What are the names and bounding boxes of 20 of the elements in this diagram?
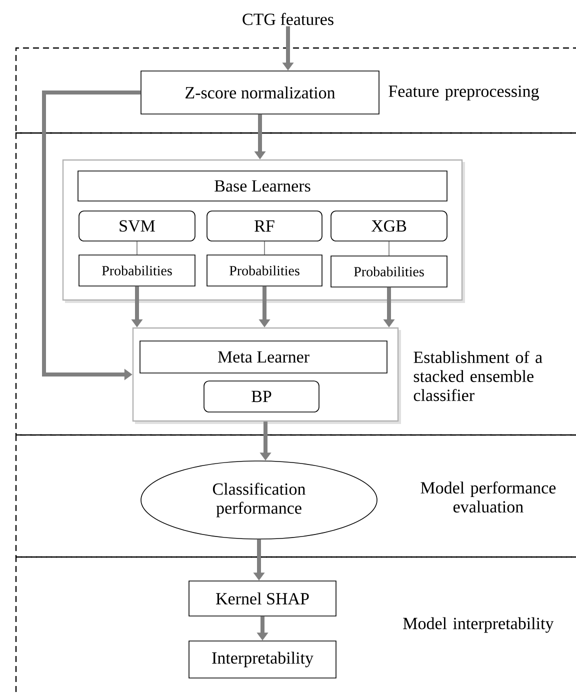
process-box: Meta Learner bbox=[140, 340, 388, 374]
model-box: XGB bbox=[330, 210, 448, 242]
stage-label: Model performance evaluation bbox=[420, 481, 556, 513]
connector-line bbox=[264, 241, 265, 255]
connector-line bbox=[388, 241, 390, 256]
process-box: Kernel SHAP bbox=[188, 580, 336, 616]
stage-label: Feature preprocessing bbox=[388, 86, 539, 100]
input-text: CTG features bbox=[242, 12, 334, 26]
stage-label: Model interpretability bbox=[403, 617, 554, 633]
model-box: BP bbox=[204, 380, 320, 412]
process-box: Interpretability bbox=[188, 640, 336, 678]
stage-label: Establishment of a stacked ensemble classifier bbox=[414, 350, 542, 402]
process-box: Base Learners bbox=[78, 170, 448, 202]
output-box: Probabilities bbox=[78, 254, 196, 286]
model-box: RF bbox=[206, 210, 322, 242]
output-box: Probabilities bbox=[330, 256, 448, 288]
output-box: Probabilities bbox=[206, 254, 322, 286]
process-box: Z-score normalization bbox=[140, 70, 380, 114]
model-box: SVM bbox=[78, 210, 196, 242]
connector-line bbox=[136, 241, 138, 255]
